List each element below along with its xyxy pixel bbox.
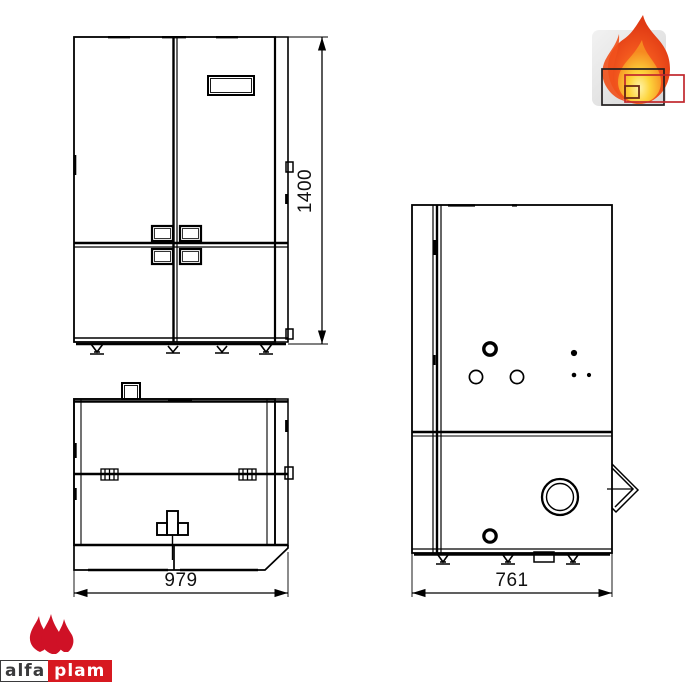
latch-wing-left [156,522,168,536]
top-body-outline [73,398,276,546]
frame-inner-small [624,85,640,99]
width-dim-arrow-right [274,588,288,598]
front-elevation-view [73,36,294,355]
side-bracket [607,463,640,514]
flue-collar-stub-inner [124,385,138,400]
front-adjustable-feet [90,343,273,355]
alfaplam-flame-icon [29,614,74,654]
depth-dimension-label: 761 [495,570,528,591]
width-dimension-label: 979 [164,570,197,591]
foot-1 [90,343,104,355]
handle-upper-left [150,224,175,243]
plinth-outline [73,545,289,571]
height-dimension-1400: 1400 [288,36,328,345]
nameplate-label-inner [210,78,252,93]
front-side-bracket-upper [285,161,294,173]
top-plan-view [73,382,294,572]
front-right-side-panel [275,36,289,343]
foot-2 [166,345,180,354]
side-adjustable-feet [436,551,580,565]
port-return-left [468,369,484,385]
side-center-bracket [533,551,555,563]
front-door-handles [150,224,203,266]
top-hinge-right [238,468,257,481]
handle-lower-right [178,247,203,266]
center-latch-handle [156,510,189,560]
flame-badge [585,12,685,122]
flame-badge-icon [592,15,685,106]
handle-lower-left [150,247,175,266]
logo-text-alfa: alfa [0,660,49,682]
port-flow-outlet [482,341,498,357]
bracket-outer [611,463,640,514]
side-port-openings [468,341,525,385]
depth-dimension-761: 761 [411,553,613,598]
height-dimension-label: 1400 [295,169,316,213]
latch-stem [166,510,179,536]
frame-outline-dark [601,68,665,106]
alfaplam-logo: alfa plam [0,608,116,692]
height-dim-arrow-top [317,37,327,51]
height-dim-arrow-bottom [317,330,327,344]
top-hinge-left [100,468,119,481]
side-sensor-ports [570,349,592,378]
foot-4 [259,343,273,355]
logo-text-plam: plam [48,660,113,682]
flange-inner-ring [545,482,575,512]
logo-flame-right [56,619,74,652]
flame-inner-shape [618,40,661,103]
side-foot-1 [436,554,450,565]
sensor-port-lower-left [571,372,577,378]
width-dim-arrow-left [74,588,88,598]
handle-upper-right [178,224,203,243]
flame-secondary-tongue [602,34,625,101]
depth-dim-arrow-right [598,588,612,598]
large-flange-opening [540,477,580,517]
width-dimension-979: 979 [73,552,289,598]
nameplate-label [207,75,255,96]
side-foot-3 [566,554,580,565]
front-door-handle-insets [154,227,199,262]
sensor-port-upper [570,349,578,357]
side-body-outline [411,204,613,554]
depth-dim-arrow-left [412,588,426,598]
alfaplam-wordmark: alfa plam [0,660,113,682]
port-return-right [509,369,525,385]
lower-drain-port [482,528,498,544]
flange-outer-ring [540,477,580,517]
side-foot-2 [501,554,515,565]
sensor-port-lower-right [586,372,592,378]
side-elevation-view [411,204,640,565]
latch-wing-right [177,522,189,536]
top-right-side-bracket [284,466,294,480]
foot-3 [215,345,229,354]
front-side-bracket-lower [285,328,294,340]
